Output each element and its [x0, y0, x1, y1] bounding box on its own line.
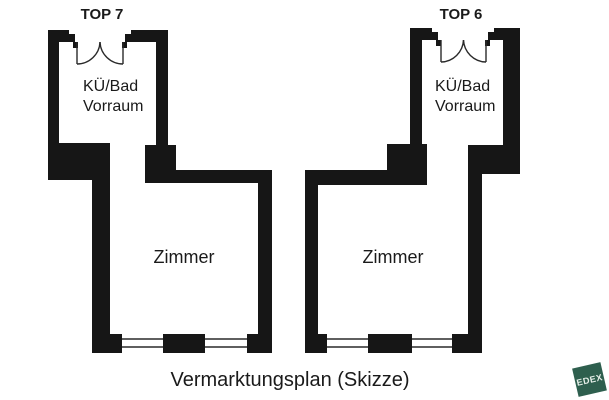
wall-notch — [69, 30, 75, 34]
wall-block — [468, 145, 520, 174]
windows-top7 — [122, 338, 247, 348]
wall-segment — [258, 170, 272, 353]
plan-caption: Vermarktungsplan (Skizze) — [171, 369, 410, 391]
door-top7 — [76, 41, 124, 65]
wall-segment — [48, 30, 59, 145]
unit-top7-room-labels: KÜ/Bad Vorraum Zimmer — [83, 77, 215, 267]
wall-segment — [468, 174, 482, 353]
unit-top6-room-labels: KÜ/Bad Vorraum Zimmer — [363, 77, 496, 267]
edex-logo: EDEX — [572, 362, 607, 397]
door-jamb — [73, 42, 78, 48]
wall-segment — [156, 30, 168, 146]
wall-segment — [247, 334, 272, 353]
room-label-kitchen-line1: KÜ/Bad — [83, 77, 138, 95]
wall-segment — [176, 170, 272, 183]
room-label-kitchen-line2: Vorraum — [83, 98, 143, 115]
door-jamb — [436, 40, 441, 46]
unit-top6: TOP 6 — [305, 6, 520, 353]
door-jamb — [122, 42, 127, 48]
unit-top7-walls — [48, 30, 272, 353]
door-swing-arc — [76, 41, 101, 65]
door-top6 — [440, 39, 487, 63]
wall-block — [387, 144, 427, 185]
unit-top6-walls — [305, 28, 520, 353]
wall-segment — [410, 28, 422, 144]
wall-notch — [125, 30, 131, 34]
wall-segment — [368, 334, 412, 353]
wall-notch — [432, 28, 438, 32]
unit-top7-label: TOP 7 — [81, 6, 124, 23]
wall-segment — [503, 28, 520, 152]
door-swing-arc — [462, 39, 487, 63]
wall-segment — [92, 168, 110, 353]
room-label-zimmer: Zimmer — [363, 247, 424, 267]
wall-block — [145, 145, 176, 183]
wall-segment — [92, 334, 122, 353]
room-label-zimmer: Zimmer — [154, 247, 215, 267]
wall-segment — [305, 170, 387, 185]
door-swing-arc — [99, 41, 124, 65]
windows-top6 — [327, 338, 452, 348]
wall-segment — [305, 170, 318, 353]
room-label-kitchen-line1: KÜ/Bad — [435, 77, 490, 95]
door-swing-arc — [440, 39, 465, 63]
unit-top7: TOP 7 — [48, 6, 272, 353]
wall-segment — [452, 334, 482, 353]
room-label-kitchen-line2: Vorraum — [435, 98, 495, 115]
unit-top6-label: TOP 6 — [440, 6, 483, 23]
door-jamb — [485, 40, 490, 46]
wall-segment — [305, 334, 327, 353]
wall-notch — [488, 28, 494, 32]
edex-logo-square — [572, 362, 607, 397]
wall-segment — [163, 334, 205, 353]
